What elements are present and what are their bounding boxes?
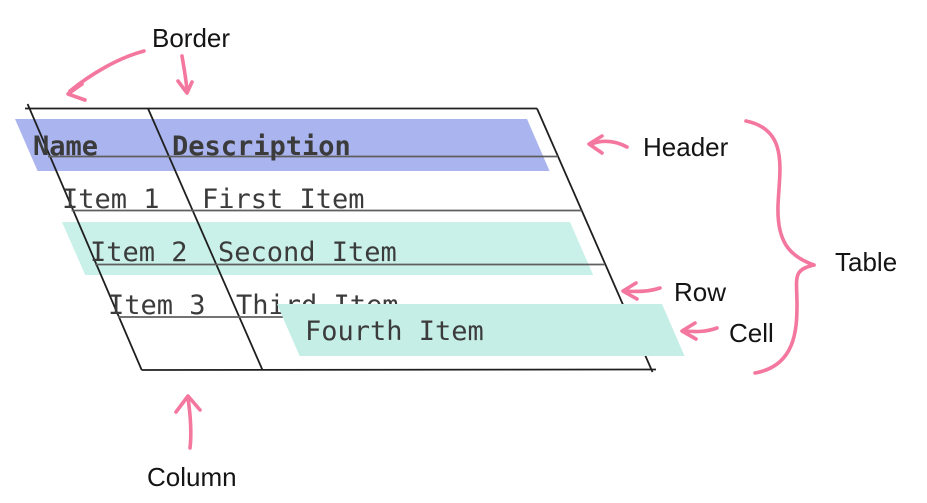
cell-item3: Item 3 (108, 290, 206, 321)
annotation-labels: Border Header Table Row Cell Column (147, 23, 897, 492)
table-label: Table (835, 247, 897, 277)
table-curly-brace (744, 119, 816, 375)
border-arrow-left-head (66, 82, 87, 102)
border-arrow-down-shaft (180, 54, 189, 92)
row-arrow-shaft (624, 286, 662, 294)
row-label: Row (674, 277, 726, 307)
column-arrow-head (174, 394, 202, 414)
row-arrow-head (621, 281, 639, 301)
border-arrow-down-head (176, 79, 194, 95)
cell-label: Cell (729, 318, 774, 348)
cell-fourth-item: Fourth Item (305, 316, 484, 347)
column-label: Column (147, 462, 237, 492)
table-bottom-border-line (141, 368, 657, 371)
header-highlight-band (15, 119, 550, 171)
header-arrow-shaft (589, 139, 629, 149)
cell-item2: Item 2 (90, 237, 188, 268)
cell-highlight-band (277, 304, 685, 356)
column-separator-line (147, 108, 264, 371)
header-arrow-head (587, 134, 604, 155)
cell-arrow-head (680, 321, 698, 341)
cell-first-item: First Item (202, 184, 365, 215)
header-cell-name: Name (33, 131, 98, 162)
table-text: Name Description Item 1 First Item Item … (33, 131, 399, 321)
annotation-arrows (66, 49, 816, 450)
cell-item1: Item 1 (62, 184, 160, 215)
column-arrow-shaft (186, 396, 193, 450)
header-label: Header (643, 132, 729, 162)
cell-arrow-shaft (683, 326, 719, 334)
row-highlight-band (62, 222, 594, 275)
border-label: Border (152, 23, 230, 53)
header-cell-description: Description (172, 131, 351, 162)
table-left-border-line (26, 103, 143, 371)
cell-second-item: Second Item (218, 237, 397, 268)
